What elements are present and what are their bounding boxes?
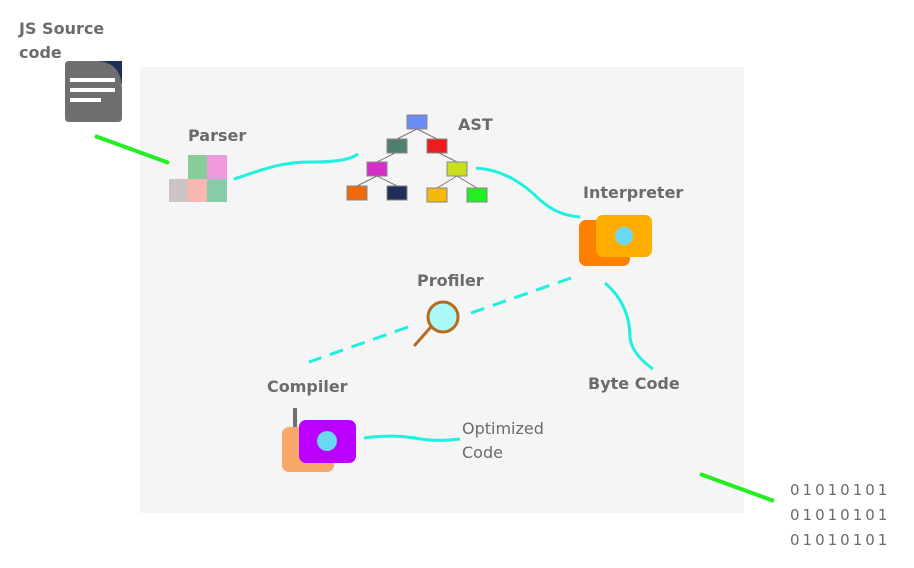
edge-interpreter-bytecode: [604, 281, 654, 371]
interpreter-cards-icon: [579, 215, 652, 266]
edge-profiler-compiler: [308, 325, 409, 364]
source-label-line1: JS Source: [19, 19, 105, 38]
edge-interpreter-profiler: [470, 276, 572, 315]
ast-node: [426, 187, 448, 203]
tree-icon: [346, 114, 488, 203]
edge-compiler-optimized: [363, 434, 461, 442]
machine-code-line: 01010101: [790, 506, 891, 524]
optimized-label-line1: Optimized: [462, 419, 544, 438]
ast-node: [346, 185, 368, 201]
edge-parser-ast: [233, 152, 359, 181]
bytecode-label: Byte Code: [588, 374, 680, 393]
ast-node: [466, 187, 488, 203]
ast-node: [366, 161, 388, 177]
ast-label: AST: [458, 115, 493, 134]
source-label: JS Source code: [19, 17, 104, 65]
ast-node: [386, 185, 408, 201]
machine-code: 01010101 01010101 01010101: [790, 478, 890, 553]
compiler-cards-icon: [282, 408, 356, 472]
source-label-line2: code: [19, 43, 62, 62]
optimized-code-label: Optimized Code: [462, 417, 544, 465]
edge-ast-interpreter: [475, 166, 581, 219]
parser-label: Parser: [188, 126, 247, 145]
parser-blocks-icon: [169, 155, 227, 202]
ast-node: [446, 161, 468, 177]
edge-panel-machine-code: [699, 472, 775, 503]
profiler-label: Profiler: [417, 271, 484, 290]
ast-node: [386, 138, 408, 154]
ast-node: [406, 114, 428, 130]
ast-node: [426, 138, 448, 154]
edges: [94, 134, 775, 503]
machine-code-line: 01010101: [790, 481, 891, 499]
document-icon: [65, 61, 122, 122]
magnifier-icon: [413, 300, 460, 347]
compiler-label: Compiler: [267, 377, 348, 396]
interpreter-label: Interpreter: [583, 183, 684, 202]
edge-source-parser: [94, 134, 170, 165]
machine-code-line: 01010101: [790, 531, 891, 549]
optimized-label-line2: Code: [462, 443, 503, 462]
